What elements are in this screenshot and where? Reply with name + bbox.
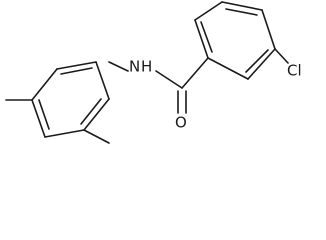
ring-b-bond-4 xyxy=(261,9,276,50)
dimethylphenyl-ring xyxy=(31,61,110,138)
chlorine-bond xyxy=(274,48,289,64)
ring-a-bond-1 xyxy=(56,61,97,70)
ring-b-bond-3 xyxy=(221,1,263,11)
chlorophenyl-ring xyxy=(194,1,276,80)
atom-label-hydrogen: H xyxy=(141,58,152,76)
ring-to-nitrogen-bond xyxy=(108,61,129,72)
ring-a-bond-6 xyxy=(95,61,110,100)
ring-a-bond-3 xyxy=(31,99,46,138)
ring-a-double-3 xyxy=(80,98,102,125)
atom-label-nitrogen: N xyxy=(129,58,140,76)
atom-label-chlorine: Cl xyxy=(287,62,302,80)
ring-b-bond-5 xyxy=(247,48,276,80)
molecule-structure: N H O Cl xyxy=(5,1,302,144)
ring-a-bond-5 xyxy=(83,98,110,131)
carbonyl-to-ring-bond xyxy=(181,57,209,89)
ring-a-bond-2 xyxy=(31,68,58,101)
methyl-bond-ortho xyxy=(83,129,110,144)
nitrogen-to-carbonyl-bond xyxy=(155,70,183,89)
ring-a-bond-4 xyxy=(44,129,85,138)
ring-b-double-1 xyxy=(200,21,213,53)
ring-a-double-1 xyxy=(60,67,93,75)
ring-b-bond-6 xyxy=(207,57,249,80)
ring-b-double-2 xyxy=(225,8,258,16)
atom-label-oxygen: O xyxy=(175,114,187,132)
ring-b-double-3 xyxy=(245,49,269,73)
ring-b-bond-2 xyxy=(194,1,223,21)
ring-a-double-2 xyxy=(38,99,50,130)
ring-b-bond-1 xyxy=(194,19,209,59)
